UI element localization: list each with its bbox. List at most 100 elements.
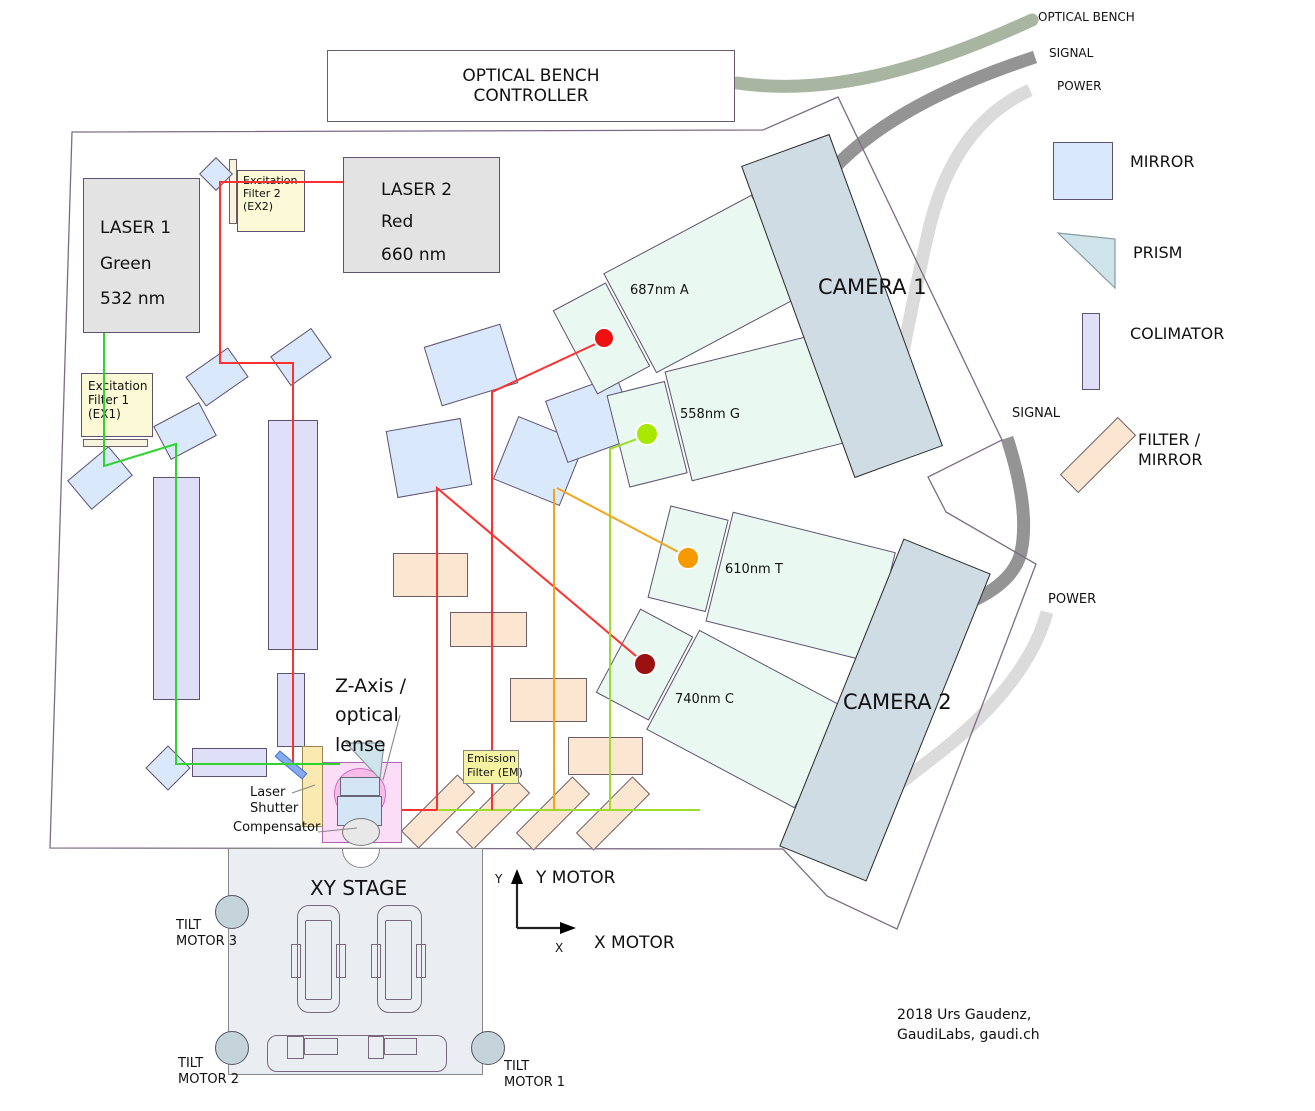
stage-slide-2-tab-right [416,944,426,978]
y-axis-arrowhead [511,869,523,884]
legend-colimator-label: COLIMATOR [1130,324,1225,343]
x-motor-label: X MOTOR [594,933,675,953]
stage-slide-1-tab-right [336,944,346,978]
ex1-label-line3: (EX1) [88,407,121,421]
xy-stage-label: XY STAGE [310,876,408,900]
em-label-line1: Emission [467,752,516,765]
stage-notch [342,849,380,868]
laser1-box: LASER 1 Green 532 nm [83,178,200,333]
laser2-wavelength: 660 nm [381,244,447,265]
channel-740nm-dot [633,652,657,676]
optical-bench-cable-label: OPTICAL BENCH [1038,10,1135,24]
channel-610nm-label: 610nm T [725,562,783,577]
emission-filter-1 [393,553,468,597]
tilt-motor-2-circle [215,1031,249,1065]
legend-prism-label: PRISM [1133,243,1183,262]
colimator-small-vertical [277,673,305,747]
stage-tray-block-2a [368,1036,384,1059]
stage-slide-1 [297,905,340,1013]
channel-610nm-dot [676,546,700,570]
channel-687nm-label: 687nm A [630,283,689,298]
legend-mirror-shape [1053,142,1113,200]
legend-filter-mirror-label: FILTER /MIRROR [1138,430,1203,469]
colimator-red [268,420,318,650]
mirror-green-1 [67,446,133,510]
emission-filter-4 [568,737,643,775]
stage-slide-1-inner [305,920,332,1000]
stage-slide-2-inner [385,920,412,1000]
power-cable-right-label: POWER [1048,592,1097,607]
colimator-green [153,477,200,700]
laser1-wavelength: 532 nm [100,289,166,310]
mirror-center-top [423,323,519,407]
tilt-motor-1-circle [471,1031,505,1065]
emission-filter-3 [510,678,587,722]
ex2-label-line3: (EX2) [243,200,274,213]
ex1-filter-strip [83,439,148,447]
stage-slide-2-tab-left [371,944,381,978]
channel-740nm-label: 740nm C [675,692,734,707]
compensator-label: Compensator [233,820,321,835]
compensator-ellipse [342,818,380,846]
channel-687nm-dot [593,327,615,349]
x-axis-arrowhead [560,922,576,934]
ex1-label-line2: Filter 1 [88,393,130,407]
controller-title-line2: CONTROLLER [473,86,589,106]
legend-colimator-shape [1082,313,1100,390]
optical-bench-cable [730,13,1039,93]
ex2-label-line1: Excitation [243,174,298,187]
mirror-ex2-diamond [199,157,233,191]
ex2-filter-strip [229,159,237,224]
laser1-color: Green [100,253,152,274]
controller-title-line1: OPTICAL BENCH [462,66,600,86]
laser2-name: LASER 2 [381,180,453,200]
ex1-label-line1: Excitation [88,379,148,393]
signal-cable-right-label: SIGNAL [1012,406,1061,421]
stage-slide-2 [377,905,422,1013]
channel-558nm-dot [635,422,659,446]
y-motor-label: Y MOTOR [536,868,616,888]
laser2-box: LASER 2 Red 660 nm [343,157,500,273]
emission-filter-2 [450,612,527,647]
channel-558nm-label: 558nm G [680,407,740,422]
y-axis-label: Y [495,872,503,886]
credit-text: 2018 Urs Gaudenz,GaudiLabs, gaudi.ch [897,1007,1040,1043]
ex1-filter-box: Excitation Filter 1 (EX1) [81,373,153,437]
legend-mirror-label: MIRROR [1130,152,1195,171]
power-cable-top [894,84,1033,364]
legend-prism-shape [1056,232,1116,290]
mirror-bottom-diamond [145,745,191,791]
camera2-label: CAMERA 2 [843,690,952,714]
ex2-filter-box: Excitation Filter 2 (EX2) [237,170,305,232]
tilt-motor-3-circle [215,895,249,929]
mirror-red-2 [270,327,332,387]
laser-shutter-box [302,746,323,827]
signal-cable-top-label: SIGNAL [1049,46,1094,60]
x-axis-label: X [555,941,564,955]
stage-tray-block-1b [304,1038,338,1055]
ex2-label-line2: Filter 2 [243,187,281,200]
colimator-horizontal [192,748,267,777]
lens-element-upper [340,777,380,796]
stage-tray-block-1a [287,1036,304,1059]
laser1-name: LASER 1 [100,218,172,238]
mirror-green-2 [153,402,217,460]
optical-bench-controller: OPTICAL BENCH CONTROLLER [327,50,735,122]
mirror-red-1 [185,347,249,407]
legend-filter-mirror-shape [1059,416,1137,494]
dichroic-mirror-3 [515,776,591,851]
mirror-center-left [385,417,473,499]
camera1-label: CAMERA 1 [818,275,927,299]
stage-tray-block-2b [384,1038,417,1055]
em-label-line2: Filter (EM) [467,765,523,779]
laser2-color: Red [381,212,414,233]
stage-tray [267,1035,447,1072]
dichroic-mirror-4 [575,776,651,851]
